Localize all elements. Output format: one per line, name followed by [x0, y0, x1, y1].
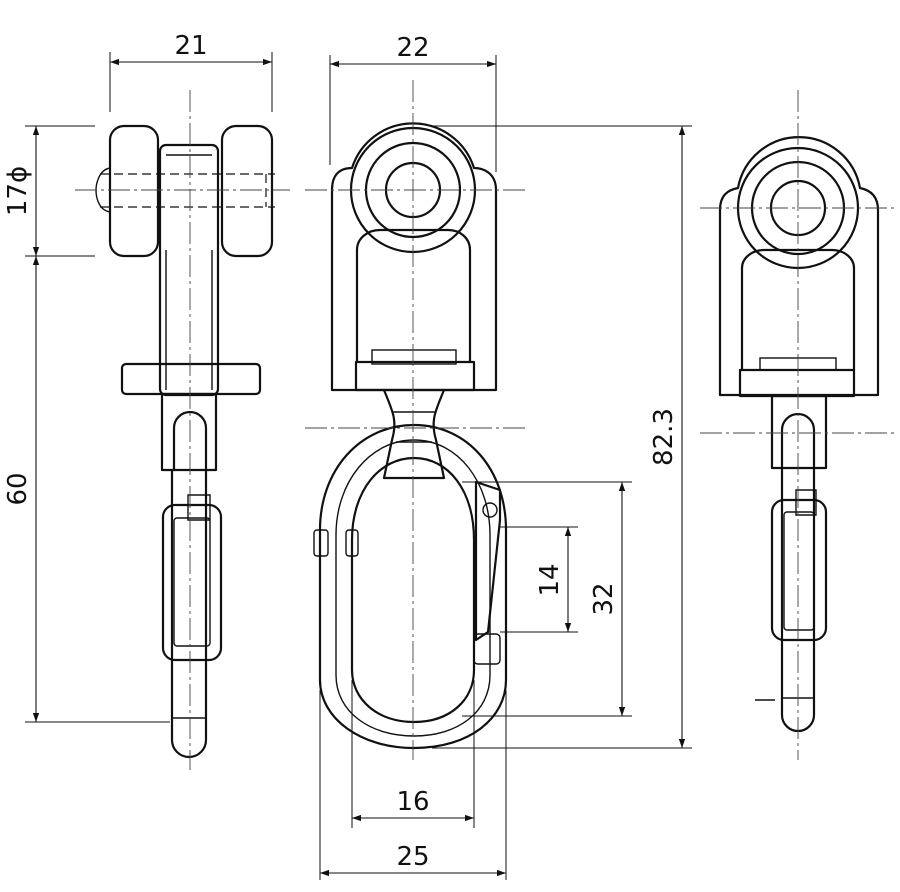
head-outer: [330, 122, 498, 392]
carabiner-gate: [474, 480, 502, 642]
side-view: [75, 90, 290, 770]
right-wheel: [220, 124, 274, 258]
hanger-body: [158, 143, 220, 397]
carabiner-outer: [318, 423, 508, 750]
swivel-neck: [382, 388, 446, 480]
dim-label-22: 22: [396, 33, 429, 63]
swivel-block: [160, 392, 218, 472]
dim-label-32: 32: [589, 582, 619, 615]
head-base-bar: [354, 360, 476, 392]
hanger-flange: [120, 362, 262, 396]
dimension-lines: [25, 52, 692, 880]
dim-label-17-dia: 17ϕ: [3, 166, 33, 216]
dim-label-82-3: 82.3: [649, 408, 679, 466]
rear-view: [700, 90, 895, 760]
hook-gate-side: [161, 503, 223, 662]
rear-swivel-block: [770, 394, 828, 470]
dim-label-14: 14: [535, 563, 565, 596]
dim-label-25: 25: [396, 842, 429, 872]
hook-side-profile: [170, 468, 208, 759]
dim-label-21: 21: [174, 31, 207, 61]
left-wheel: [108, 124, 160, 258]
dim-label-16: 16: [396, 787, 429, 817]
dim-label-60: 60: [3, 472, 33, 505]
rear-head-outer: [718, 136, 880, 397]
front-view: [305, 80, 525, 760]
carabiner-inner: [350, 456, 476, 724]
